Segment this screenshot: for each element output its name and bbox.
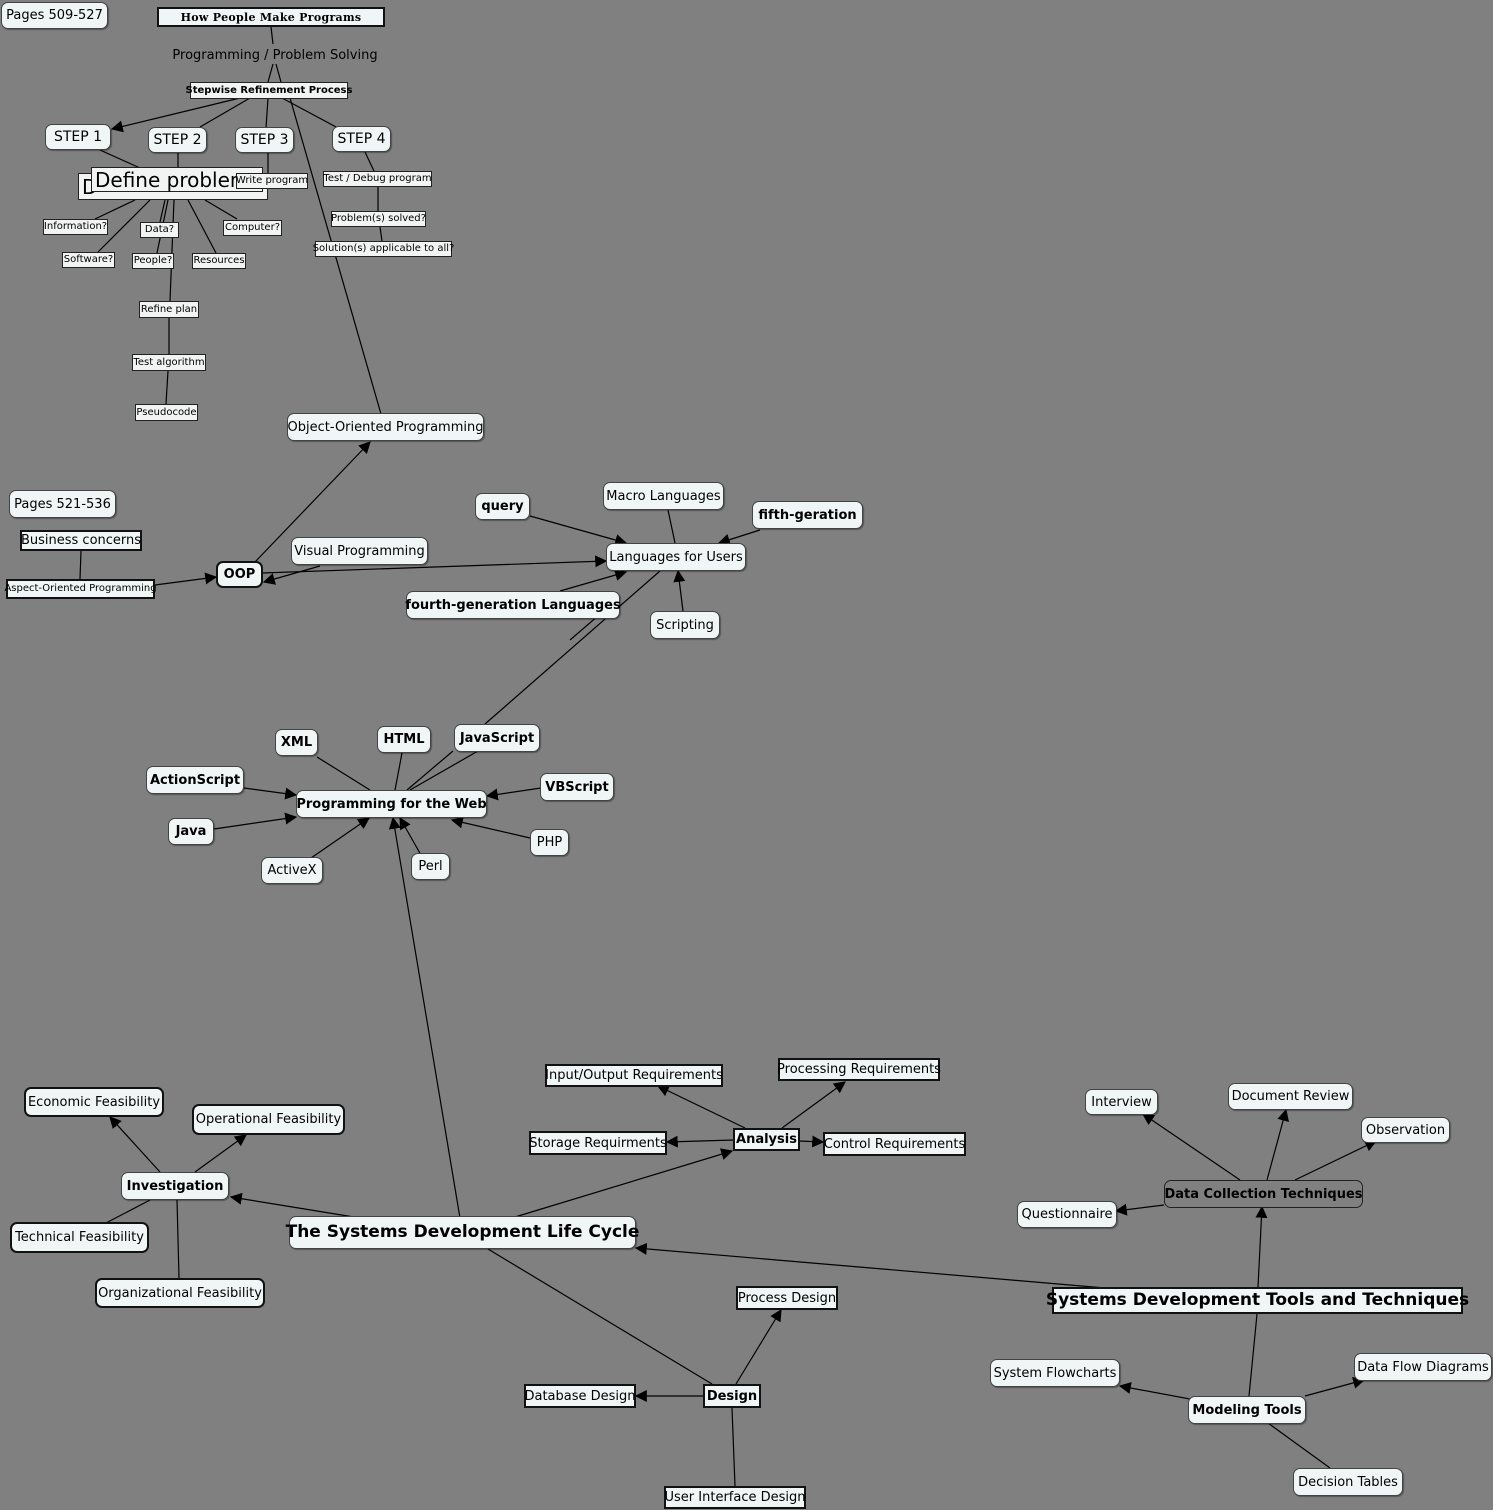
information-node[interactable]: Information? xyxy=(43,219,108,235)
perl-node[interactable]: Perl xyxy=(411,853,450,880)
macro-languages-node[interactable]: Macro Languages xyxy=(603,482,724,510)
database-design-node[interactable]: Database Design xyxy=(524,1384,636,1408)
control-requirements-node[interactable]: Control Requirements xyxy=(823,1132,966,1156)
xml-node[interactable]: XML xyxy=(275,729,318,756)
vbscript-node[interactable]: VBScript xyxy=(540,773,614,801)
system-flowcharts-node[interactable]: System Flowcharts xyxy=(990,1359,1120,1387)
visual-programming-node[interactable]: Visual Programming xyxy=(291,537,428,565)
query-node[interactable]: query xyxy=(475,493,530,520)
modeling-tools-node[interactable]: Modeling Tools xyxy=(1188,1396,1306,1424)
io-requirements-node[interactable]: Input/Output Requirements xyxy=(545,1064,723,1087)
problems-solved-node[interactable]: Problem(s) solved? xyxy=(331,211,426,227)
fifth-generation-node[interactable]: fifth-geration xyxy=(752,501,863,529)
php-node[interactable]: PHP xyxy=(530,829,569,856)
oop-node[interactable]: OOP xyxy=(216,561,263,588)
actionscript-node[interactable]: ActionScript xyxy=(146,766,244,794)
software-node[interactable]: Software? xyxy=(62,252,115,268)
process-design-node[interactable]: Process Design xyxy=(736,1286,838,1310)
html-node[interactable]: HTML xyxy=(377,726,431,753)
pages-509-label: Pages 509-527 xyxy=(1,2,108,29)
computer-node[interactable]: Computer? xyxy=(223,220,282,236)
sd-tools-techniques-node[interactable]: Systems Development Tools and Techniques xyxy=(1046,1287,1469,1314)
ui-design-node[interactable]: User Interface Design xyxy=(664,1486,806,1509)
pages-521-label: Pages 521-536 xyxy=(9,490,116,518)
resources-node[interactable]: Resources xyxy=(192,253,246,269)
economic-feasibility-node[interactable]: Economic Feasibility xyxy=(24,1087,164,1117)
step-1-node[interactable]: STEP 1 xyxy=(45,124,111,150)
data-node[interactable]: Data? xyxy=(140,222,179,238)
analysis-node[interactable]: Analysis xyxy=(733,1128,800,1151)
operational-feasibility-node[interactable]: Operational Feasibility xyxy=(192,1104,345,1135)
write-program-node[interactable]: Write program xyxy=(236,173,308,189)
programming-for-the-web-node[interactable]: Programming for the Web xyxy=(296,790,487,818)
refine-plan-node[interactable]: Refine plan xyxy=(139,301,199,318)
test-algorithm-node[interactable]: Test algorithm xyxy=(132,354,206,371)
processing-requirements-node[interactable]: Processing Requirements xyxy=(777,1058,941,1081)
object-oriented-programming-node[interactable]: Object-Oriented Programming xyxy=(287,413,484,441)
pseudocode-node[interactable]: Pseudocode xyxy=(135,404,198,421)
sdlc-node[interactable]: The Systems Development Life Cycle xyxy=(286,1216,639,1249)
step-4-node[interactable]: STEP 4 xyxy=(332,126,391,152)
organizational-feasibility-node[interactable]: Organizational Feasibility xyxy=(95,1278,265,1308)
stepwise-refinement-node[interactable]: Stepwise Refinement Process xyxy=(186,82,352,99)
java-node[interactable]: Java xyxy=(168,818,214,845)
test-debug-node[interactable]: Test / Debug program xyxy=(323,171,432,187)
programming-problem-solving-label: Programming / Problem Solving xyxy=(172,47,378,63)
step-2-node[interactable]: STEP 2 xyxy=(148,127,207,153)
aspect-oriented-programming-node[interactable]: Aspect-Oriented Programming xyxy=(4,579,157,599)
design-node[interactable]: Design xyxy=(703,1384,761,1408)
languages-for-users-node[interactable]: Languages for Users xyxy=(606,543,746,571)
data-flow-diagrams-node[interactable]: Data Flow Diagrams xyxy=(1354,1353,1492,1381)
storage-requirements-node[interactable]: Storage Requirments xyxy=(529,1131,667,1155)
document-review-node[interactable]: Document Review xyxy=(1228,1083,1353,1110)
interview-node[interactable]: Interview xyxy=(1085,1089,1158,1115)
decision-tables-node[interactable]: Decision Tables xyxy=(1293,1468,1403,1496)
activex-node[interactable]: ActiveX xyxy=(261,857,323,884)
define-problem-node[interactable]: Define problem xyxy=(91,167,263,192)
business-concerns-node[interactable]: Business concerns xyxy=(20,530,142,551)
map-title: How People Make Programs xyxy=(157,7,385,27)
javascript-node[interactable]: JavaScript xyxy=(454,724,540,752)
questionnaire-node[interactable]: Questionnaire xyxy=(1017,1201,1117,1228)
observation-node[interactable]: Observation xyxy=(1361,1117,1450,1143)
step-3-node[interactable]: STEP 3 xyxy=(235,127,294,153)
solutions-applicable-node[interactable]: Solution(s) applicable to all? xyxy=(313,241,454,257)
people-node[interactable]: People? xyxy=(132,253,174,269)
fourth-generation-languages-node[interactable]: fourth-generation Languages xyxy=(405,591,621,619)
scripting-node[interactable]: Scripting xyxy=(650,611,720,639)
data-collection-techniques-node[interactable]: Data Collection Techniques xyxy=(1164,1180,1363,1208)
technical-feasibility-node[interactable]: Technical Feasibility xyxy=(10,1222,149,1253)
investigation-node[interactable]: Investigation xyxy=(121,1172,229,1200)
